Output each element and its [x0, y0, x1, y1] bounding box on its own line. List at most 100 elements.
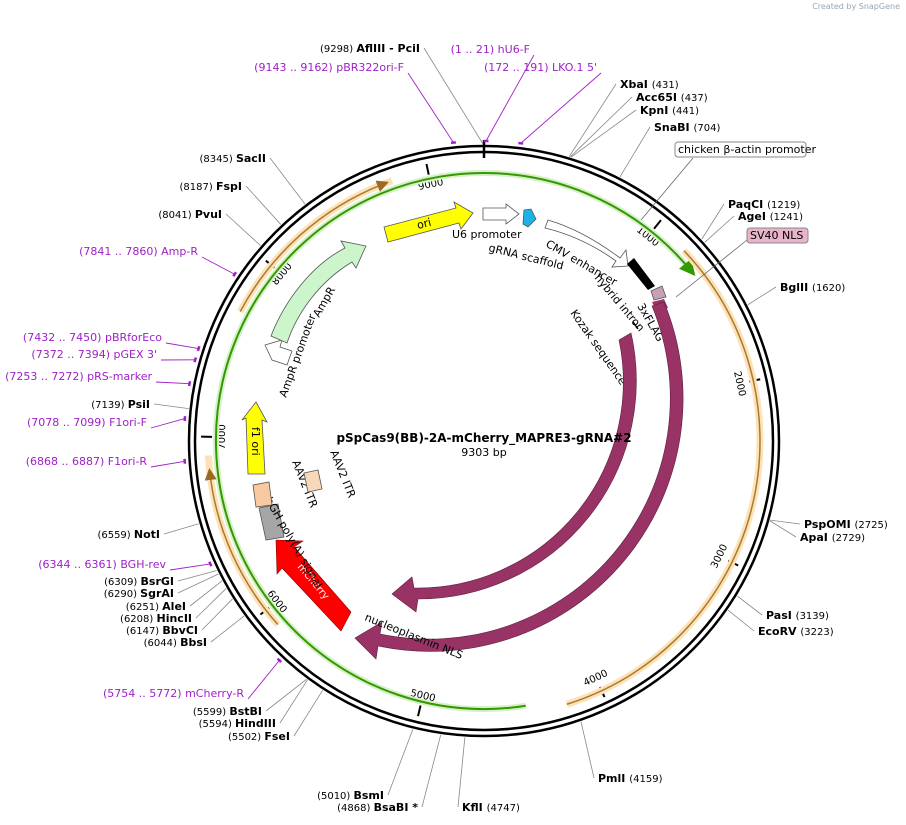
- hybrid-intron-feature[interactable]: [627, 258, 655, 290]
- primer-pgex-3[interactable]: (7372 .. 7394) pGEX 3': [31, 348, 157, 361]
- site-apai[interactable]: ApaI (2729): [800, 531, 865, 544]
- site-fsei[interactable]: (5502) FseI: [228, 730, 290, 743]
- primer-leader: [201, 256, 235, 275]
- site-sgrai[interactable]: (6290) SgrAI: [104, 587, 174, 600]
- primer-leader: [485, 54, 535, 142]
- plasmid-name: pSpCas9(BB)-2A-mCherry_MAPRE3-gRNA#2: [336, 431, 631, 446]
- site-snabi[interactable]: SnaBI (704): [654, 121, 720, 134]
- aav2-itr-right-feature[interactable]: [303, 469, 323, 493]
- hybrid-intron-label: hybrid intron: [592, 272, 648, 335]
- aav2-itr-left-feature[interactable]: [252, 481, 273, 508]
- site-bbvci[interactable]: (6147) BbvCI: [126, 624, 198, 637]
- primer-leader: [155, 381, 190, 385]
- kozak-sequence-mark[interactable]: [632, 321, 639, 330]
- site-bglii[interactable]: BglII (1620): [780, 281, 845, 294]
- site-fspi[interactable]: (8187) FspI: [180, 180, 242, 193]
- plasmid-size: 9303 bp: [461, 446, 506, 459]
- site-alei[interactable]: (6251) AleI: [126, 600, 186, 613]
- primer-mark: [232, 271, 238, 277]
- site-leader: [457, 737, 466, 808]
- orf-upper-left-arc: [239, 180, 389, 312]
- site-leader: [770, 519, 801, 525]
- primer-leader: [407, 72, 454, 143]
- site-agei[interactable]: AgeI (1241): [738, 210, 803, 223]
- ampr-feature[interactable]: [270, 240, 367, 344]
- tick-mark: [417, 705, 422, 717]
- site-ecorv[interactable]: EcoRV (3223): [758, 625, 834, 638]
- site-xbai[interactable]: XbaI (431): [620, 78, 679, 91]
- site-leader: [163, 523, 199, 535]
- 3xflag-feature[interactable]: [650, 285, 667, 301]
- site-pasi[interactable]: PasI (3139): [766, 609, 829, 622]
- tick-mark: [425, 163, 430, 175]
- chicken-actin-promoter-leader: [640, 157, 694, 221]
- site-psii[interactable]: (7139) PsiI: [91, 398, 150, 411]
- tick-label: 7000: [217, 424, 228, 450]
- orf-left-arc: [204, 468, 279, 626]
- site-pmli[interactable]: PmlI (4159): [598, 772, 663, 785]
- primer-pbr322ori-f[interactable]: (9143 .. 9162) pBR322ori-F: [254, 61, 404, 74]
- site-afliii-pcii[interactable]: (9298) AflIII - PciI: [320, 42, 420, 55]
- site-leader: [701, 203, 725, 240]
- u6-promoter-label: U6 promoter: [452, 228, 522, 241]
- primer-f1ori-f[interactable]: (7078 .. 7099) F1ori-F: [27, 416, 147, 429]
- primer-mark: [208, 561, 213, 567]
- primer-mark: [276, 657, 282, 663]
- primer-lko-1-5[interactable]: (172 .. 191) LKO.1 5': [484, 61, 597, 74]
- site-leader: [423, 47, 484, 145]
- chicken-actin-promoter-label: chicken β-actin promoter: [678, 143, 816, 156]
- site-leader: [580, 721, 595, 779]
- orf-green-arc: [215, 172, 696, 710]
- primer-leader: [165, 342, 199, 350]
- cmv-enhancer-feature[interactable]: [544, 219, 629, 268]
- site-bsabi[interactable]: (4868) BsaBI *: [337, 801, 418, 814]
- site-bstbi[interactable]: (5599) BstBI: [193, 705, 262, 718]
- u6-promoter-feature[interactable]: [482, 203, 520, 225]
- site-bsmi[interactable]: (5010) BsmI: [317, 789, 384, 802]
- f1-ori-feature[interactable]: [241, 401, 268, 475]
- cas9-outer-arc[interactable]: [354, 301, 684, 660]
- primer-bgh-rev[interactable]: (6344 .. 6361) BGH-rev: [38, 558, 166, 571]
- cas9-outer-label: Cas9: [638, 577, 660, 604]
- primer-prs-marker[interactable]: (7253 .. 7272) pRS-marker: [5, 370, 152, 383]
- snapgene-watermark: Created by SnapGene: [812, 2, 900, 11]
- site-leader: [153, 403, 189, 410]
- site-acc65i[interactable]: Acc65I (437): [636, 91, 708, 104]
- primer-mark: [193, 357, 198, 363]
- site-leader: [189, 580, 223, 607]
- site-bsrgi[interactable]: (6309) BsrGI: [104, 575, 174, 588]
- site-pspomi[interactable]: PspOMI (2725): [804, 518, 888, 531]
- site-hindiii[interactable]: (5594) HindIII: [199, 717, 276, 730]
- tick-mark: [653, 219, 662, 230]
- primer-mcherry-r[interactable]: (5754 .. 5772) mCherry-R: [103, 687, 244, 700]
- site-pvui[interactable]: (8041) PvuI: [158, 208, 222, 221]
- primer-hu6-f[interactable]: (1 .. 21) hU6-F: [451, 43, 530, 56]
- site-leader: [727, 609, 755, 632]
- primer-amp-r[interactable]: (7841 .. 7860) Amp-R: [79, 245, 198, 258]
- primer-f1ori-r[interactable]: (6868 .. 6887) F1ori-R: [26, 455, 148, 468]
- site-leader: [201, 598, 233, 631]
- site-hincii[interactable]: (6208) HincII: [120, 612, 192, 625]
- site-paqci[interactable]: PaqCI (1219): [728, 198, 800, 211]
- ori-feature[interactable]: [383, 201, 474, 243]
- site-leader: [265, 678, 307, 712]
- site-leader: [704, 215, 735, 243]
- primer-pbrforeco[interactable]: (7432 .. 7450) pBRforEco: [23, 331, 162, 344]
- grna-scaffold-feature[interactable]: [522, 208, 537, 228]
- tick-label: 2000: [731, 370, 747, 397]
- f1-ori-label: f1 ori: [249, 427, 262, 456]
- cas9-inner-arc[interactable]: [391, 332, 637, 613]
- sv40-nls-label: SV40 NLS: [750, 229, 803, 242]
- mcherry-feature[interactable]: [275, 539, 352, 632]
- orf-layer: [204, 170, 764, 712]
- site-leader: [421, 734, 442, 808]
- site-kpni[interactable]: KpnI (441): [640, 104, 699, 117]
- site-noti[interactable]: (6559) NotI: [97, 528, 160, 541]
- primer-leader: [169, 563, 211, 571]
- site-leader: [269, 157, 306, 205]
- ampr-promoter-feature[interactable]: [264, 339, 293, 366]
- site-bbsi[interactable]: (6044) BbsI: [144, 636, 207, 649]
- site-sacii[interactable]: (8345) SacII: [200, 152, 267, 165]
- site-kfli[interactable]: KflI (4747): [462, 801, 520, 814]
- site-leader: [387, 729, 414, 796]
